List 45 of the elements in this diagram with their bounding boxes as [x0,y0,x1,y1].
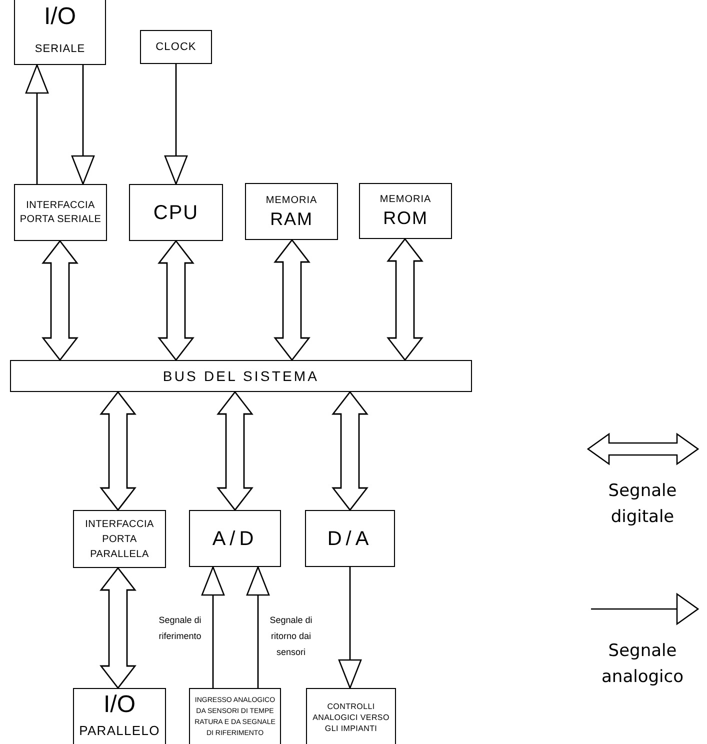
bus-bar [10,360,472,392]
block-box [245,183,338,240]
arrow [338,567,362,689]
block-box [14,0,106,65]
block-box [140,30,212,64]
block-label: D/A [327,526,373,552]
block-label: CPU [153,200,199,226]
block-label: CONTROLLI ANALOGICI VERSO GLI IMPIANTI [312,700,390,734]
block-label: SERIALE [34,42,86,58]
block-box [305,510,395,567]
double-arrow [274,238,310,362]
double-arrow [216,390,254,512]
block-label: MEMORIA [266,194,318,208]
block-label: PARALLELO [79,722,160,740]
block-box [14,184,107,241]
block-label: RAM [270,208,313,230]
block-label: CLOCK [156,40,196,55]
block-label: INTERFACCIA PORTA PARALLELA [84,518,155,562]
double-arrow [332,390,368,512]
block-box [189,688,281,744]
block-box [359,183,452,239]
legend-label: Segnale analogico [600,640,684,689]
legend-label: Segnale digitale [607,480,678,529]
double-arrow [386,238,424,362]
double-arrow [42,240,78,362]
arrow [25,64,49,184]
double-arrow [100,566,136,690]
arrow [71,65,95,185]
block-label: A/D [212,526,258,552]
block-box [306,688,396,744]
block-box [129,184,223,241]
arrow [246,566,270,688]
block-label: I/O [44,5,76,30]
block-label: BUS DEL SISTEMA [162,367,320,386]
block-box [73,688,166,744]
block-box [73,510,166,568]
block-label: INTERFACCIA PORTA SERIALE [19,198,102,226]
block-label: MEMORIA [380,193,432,208]
double-arrow [100,390,136,512]
block-box [189,510,281,567]
block-label: I/O [103,693,136,718]
arrow [201,566,225,688]
arrow [164,64,188,185]
double-arrow [158,240,194,362]
block-label: ROM [383,207,428,230]
